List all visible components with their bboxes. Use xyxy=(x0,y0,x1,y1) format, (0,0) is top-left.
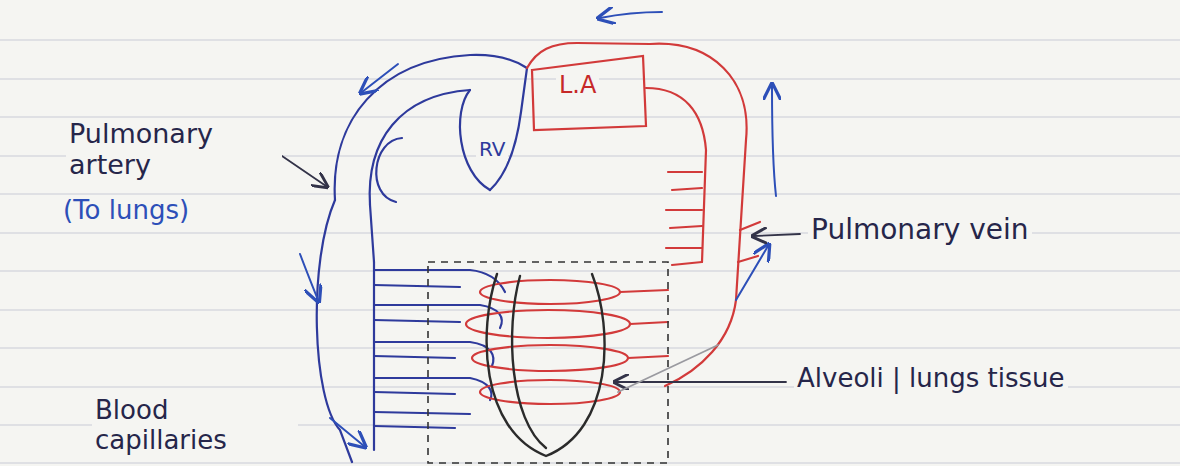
chamber-label: L.A xyxy=(556,72,599,100)
vessel-label: Pulmonary vein xyxy=(808,214,1032,246)
direction-note: (To lungs) xyxy=(60,196,192,226)
flow-arrows xyxy=(300,12,776,446)
tissue-label: Alveoli | lungs tissue xyxy=(794,364,1068,394)
pulmonary-vein-drawing xyxy=(466,43,760,404)
chamber-label: RV xyxy=(476,138,508,161)
alveolus-outline xyxy=(487,274,605,456)
dashed-region xyxy=(428,262,668,463)
vessel-label: Blood capillaries xyxy=(92,396,298,456)
vessel-label: Pulmonary artery xyxy=(66,118,282,180)
ruled-lines xyxy=(0,40,1180,463)
leader-lines xyxy=(282,156,800,392)
